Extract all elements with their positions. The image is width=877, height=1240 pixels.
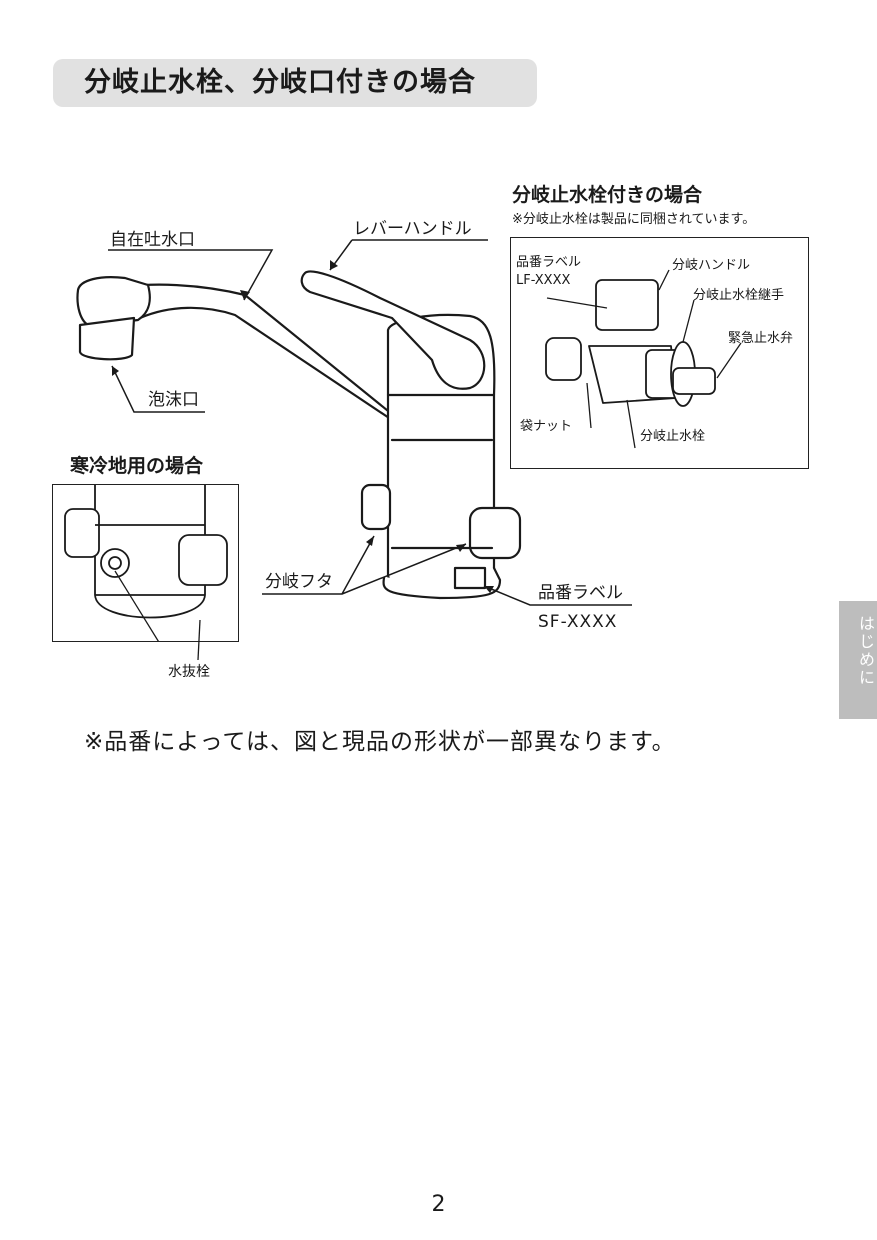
bv-emergency-label: 緊急止水弁 (728, 331, 794, 346)
page-number: 2 (431, 1192, 446, 1217)
drain-plug-label: 水抜栓 (168, 664, 210, 680)
side-tab-label: はじめに (856, 615, 875, 687)
bv-product-code: LF-XXXX (516, 273, 571, 288)
left-cap (64, 508, 100, 558)
bv-product-label: 品番ラベル (516, 255, 582, 270)
right-cap (178, 534, 228, 586)
branch-cap-left (360, 483, 392, 531)
lever-label: レバーハンドル (353, 219, 472, 239)
bv-joint-label: 分岐止水栓継手 (693, 288, 785, 303)
bv-nut-label: 袋ナット (520, 419, 573, 434)
spout-head (76, 276, 151, 328)
branch-valve-box (510, 237, 809, 469)
footnote: ※品番によっては、図と現品の形状が一部異なります。 (84, 729, 676, 755)
cold-region-heading: 寒冷地用の場合 (70, 455, 204, 477)
page-title: 分岐止水栓、分岐口付きの場合 (84, 67, 476, 98)
lever-handle (300, 270, 486, 390)
aerator-label: 泡沫口 (148, 390, 199, 410)
emergency-valve (672, 367, 716, 395)
bv-handle-label: 分岐ハンドル (672, 258, 751, 273)
branch-valve-note: ※分岐止水栓は製品に同梱されています。 (512, 212, 756, 227)
branch-valve-illustration (545, 269, 742, 449)
handle-body (595, 279, 659, 331)
aerator-body (78, 316, 136, 361)
cold-region-illustration (64, 485, 228, 641)
cold-region-box (52, 484, 239, 642)
product-code-label: SF-XXXX (538, 612, 618, 632)
title-banner (53, 59, 537, 107)
branch-cap-label: 分岐フタ (265, 572, 333, 592)
spout-label: 自在吐水口 (110, 230, 195, 250)
product-label-mark (453, 566, 487, 590)
branch-valve-heading: 分岐止水栓付きの場合 (512, 184, 703, 206)
product-label-label: 品番ラベル (538, 583, 623, 603)
branch-cap-right (468, 506, 522, 560)
nut (545, 337, 582, 381)
side-tab[interactable]: はじめに (839, 601, 877, 719)
bv-valve-label: 分岐止水栓 (640, 429, 706, 444)
